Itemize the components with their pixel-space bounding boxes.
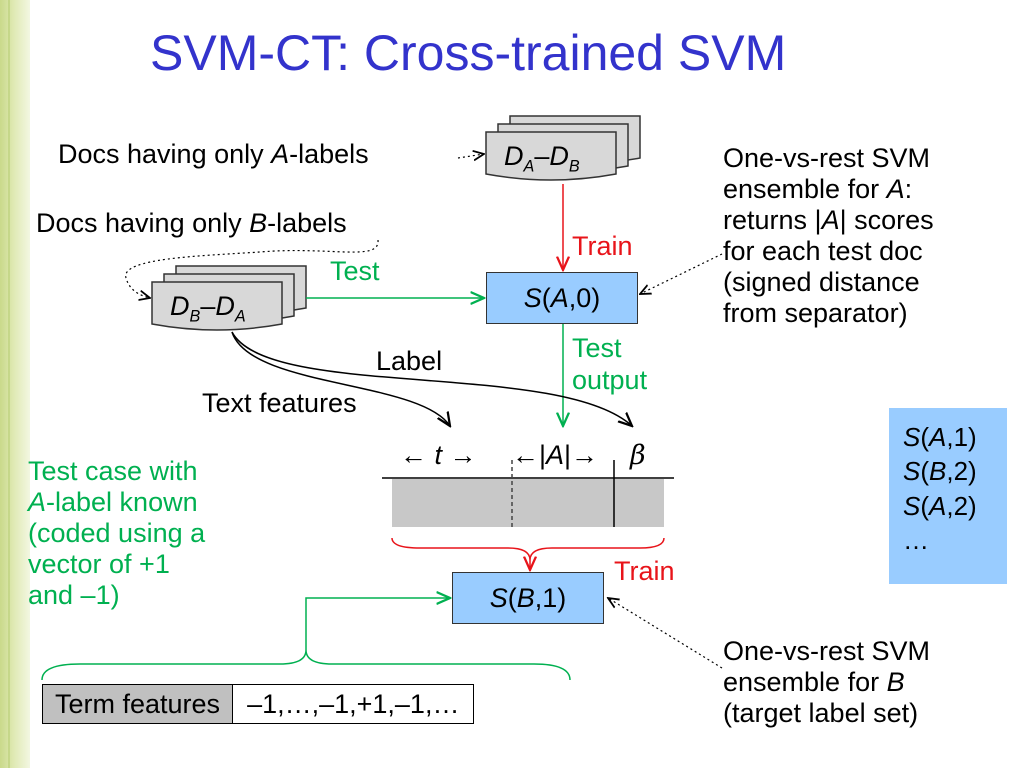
docs-b-label: Docs having only B-labels	[36, 208, 347, 238]
leaf-decoration	[0, 0, 30, 768]
ensemble-a-note: One-vs-rest SVM ensemble for A: returns …	[723, 143, 934, 329]
ensemble-b-note: One-vs-rest SVM ensemble for B (target l…	[723, 636, 931, 729]
slide-title: SVM-CT: Cross-trained SVM	[150, 25, 787, 81]
doc-stack-left-shape	[151, 265, 307, 331]
ensemble-item: S(A,2)	[903, 490, 977, 521]
test-output-label-1: Test	[572, 333, 622, 363]
train-label-bottom: Train	[614, 556, 675, 586]
doc-stack-top-shape	[485, 115, 641, 181]
label-caption: Label	[376, 346, 443, 376]
train-label-top: Train	[572, 231, 633, 261]
test-case-note: Test case with A-label known (coded usin…	[28, 456, 206, 611]
ensemble-list: S(A,1) S(B,2) S(A,2) …	[889, 408, 1007, 584]
ensemble-ellipsis: …	[903, 524, 929, 555]
term-features-value: –1,…,–1,+1,–1,…	[233, 685, 474, 723]
term-features-label: Term features	[43, 685, 234, 723]
doc-stack-left-label: DB–DA	[170, 291, 246, 326]
svm-b1-box: S(B,1)	[452, 572, 604, 624]
beta-marker: β	[630, 440, 646, 471]
text-features-caption: Text features	[202, 388, 357, 418]
svm-a0-box: S(A,0)	[486, 272, 638, 324]
docs-a-label: Docs having only A-labels	[58, 139, 369, 169]
test-output-label-2: output	[572, 365, 648, 395]
test-label: Test	[330, 256, 380, 286]
term-features-table: Term features –1,…,–1,+1,–1,…	[42, 684, 475, 724]
ensemble-item: S(B,2)	[903, 456, 977, 487]
feature-vector-bar	[382, 460, 674, 527]
svm-b1-label: S(B,1)	[489, 582, 567, 613]
ensemble-item: S(A,1)	[903, 422, 977, 452]
svm-a0-label: S(A,0)	[523, 282, 601, 313]
a-marker: ←|A|→	[512, 440, 599, 470]
t-marker: ← t →	[400, 440, 477, 470]
term-brace	[41, 649, 571, 681]
doc-stack-top-label: DA–DB	[504, 141, 580, 176]
